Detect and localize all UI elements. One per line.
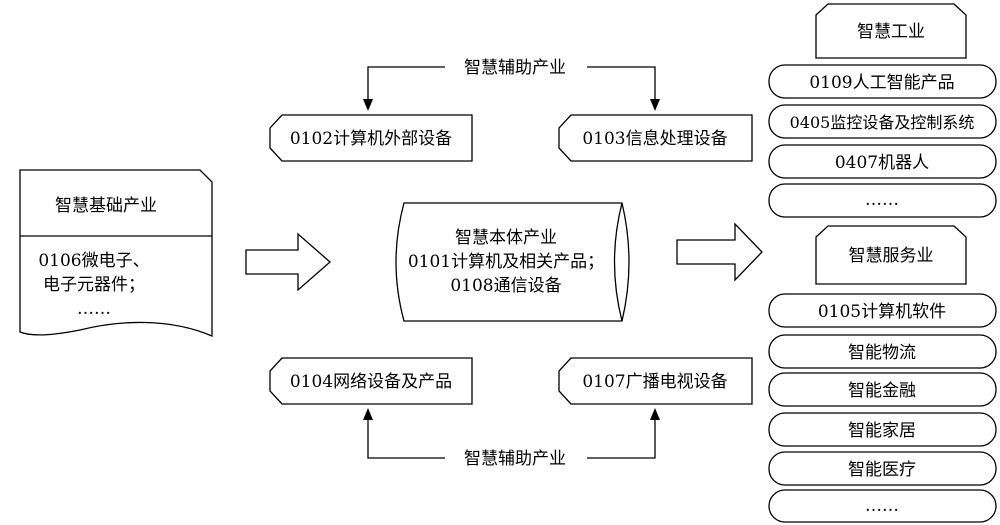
industry-item-3: 0407机器人 [835, 153, 929, 173]
service-item-5-pill [768, 451, 997, 486]
auxiliary-bottom-connector-left [367, 418, 445, 459]
industry-title-box [815, 3, 967, 59]
auxiliary-bottom-label: 智慧辅助产业 [464, 449, 566, 469]
auxiliary-top-item-2: 0103信息处理设备 [582, 129, 727, 149]
auxiliary-top-item-1-box [269, 114, 473, 162]
service-item-3-pill [768, 372, 997, 407]
auxiliary-bottom-arrowhead-left [363, 408, 373, 420]
foundation-line-3: …… [77, 299, 111, 319]
core-line-3: 0108通信设备 [450, 276, 561, 296]
industry-item-1: 0109人工智能产品 [809, 73, 954, 93]
foundation-industry-box: 智慧基础产业 0106微电子、 电子元器件； …… [19, 169, 213, 337]
service-item-2: 智能物流 [848, 343, 916, 363]
core-cylinder-rim [613, 202, 623, 322]
block-arrow-right [676, 222, 763, 282]
auxiliary-bottom-group: 0104网络设备及产品 0107广播电视设备 智慧辅助产业 [269, 357, 753, 469]
service-item-4-pill [768, 412, 997, 447]
core-line-1: 智慧本体产业 [455, 228, 557, 248]
auxiliary-bottom-connector-right [587, 418, 656, 459]
auxiliary-bottom-item-1-box [269, 357, 473, 405]
industry-item-2-pill [768, 104, 997, 139]
auxiliary-top-connector-left [367, 66, 445, 101]
auxiliary-top-connector-right [587, 66, 656, 101]
auxiliary-bottom-item-2: 0107广播电视设备 [582, 372, 727, 392]
service-item-1-pill [768, 293, 997, 328]
service-item-6-pill [768, 489, 997, 523]
auxiliary-top-label: 智慧辅助产业 [464, 58, 566, 78]
foundation-line-1: 0106微电子、 [38, 251, 149, 271]
auxiliary-bottom-arrowhead-right [650, 408, 660, 420]
service-item-6: …… [865, 496, 899, 516]
foundation-line-2: 电子元器件； [43, 275, 145, 295]
service-item-3: 智能金融 [848, 381, 916, 401]
core-line-2: 0101计算机及相关产品； [408, 252, 604, 272]
service-column: 智慧服务业 0105计算机软件 智能物流 智能金融 智能家居 智能医疗 …… [768, 225, 997, 523]
industry-column: 智慧工业 0109人工智能产品 0405监控设备及控制系统 0407机器人 …… [768, 3, 997, 218]
service-item-1: 0105计算机软件 [818, 302, 946, 322]
auxiliary-top-arrowhead-left [363, 99, 373, 111]
service-item-4: 智能家居 [848, 421, 916, 441]
auxiliary-top-arrowhead-right [650, 99, 660, 111]
industry-item-4-pill [768, 183, 997, 218]
service-title: 智慧服务业 [849, 246, 934, 266]
auxiliary-bottom-item-2-box [558, 357, 753, 405]
auxiliary-bottom-item-1: 0104网络设备及产品 [290, 372, 452, 392]
service-title-box [815, 225, 967, 285]
service-item-5: 智能医疗 [848, 460, 916, 480]
core-industry-cylinder: 智慧本体产业 0101计算机及相关产品； 0108通信设备 [395, 202, 630, 322]
industry-item-3-pill [768, 144, 997, 179]
industry-item-4: …… [865, 190, 899, 210]
auxiliary-top-item-2-box [558, 114, 753, 162]
block-arrow-left [245, 232, 331, 292]
auxiliary-top-group: 智慧辅助产业 0102计算机外部设备 0103信息处理设备 [269, 58, 753, 162]
foundation-title: 智慧基础产业 [55, 196, 157, 216]
industry-item-1-pill [768, 64, 997, 99]
service-item-2-pill [768, 334, 997, 369]
industry-title: 智慧工业 [857, 22, 925, 42]
foundation-document-shape [19, 169, 213, 337]
industry-item-2: 0405监控设备及控制系统 [790, 113, 975, 132]
auxiliary-top-item-1: 0102计算机外部设备 [290, 129, 452, 149]
